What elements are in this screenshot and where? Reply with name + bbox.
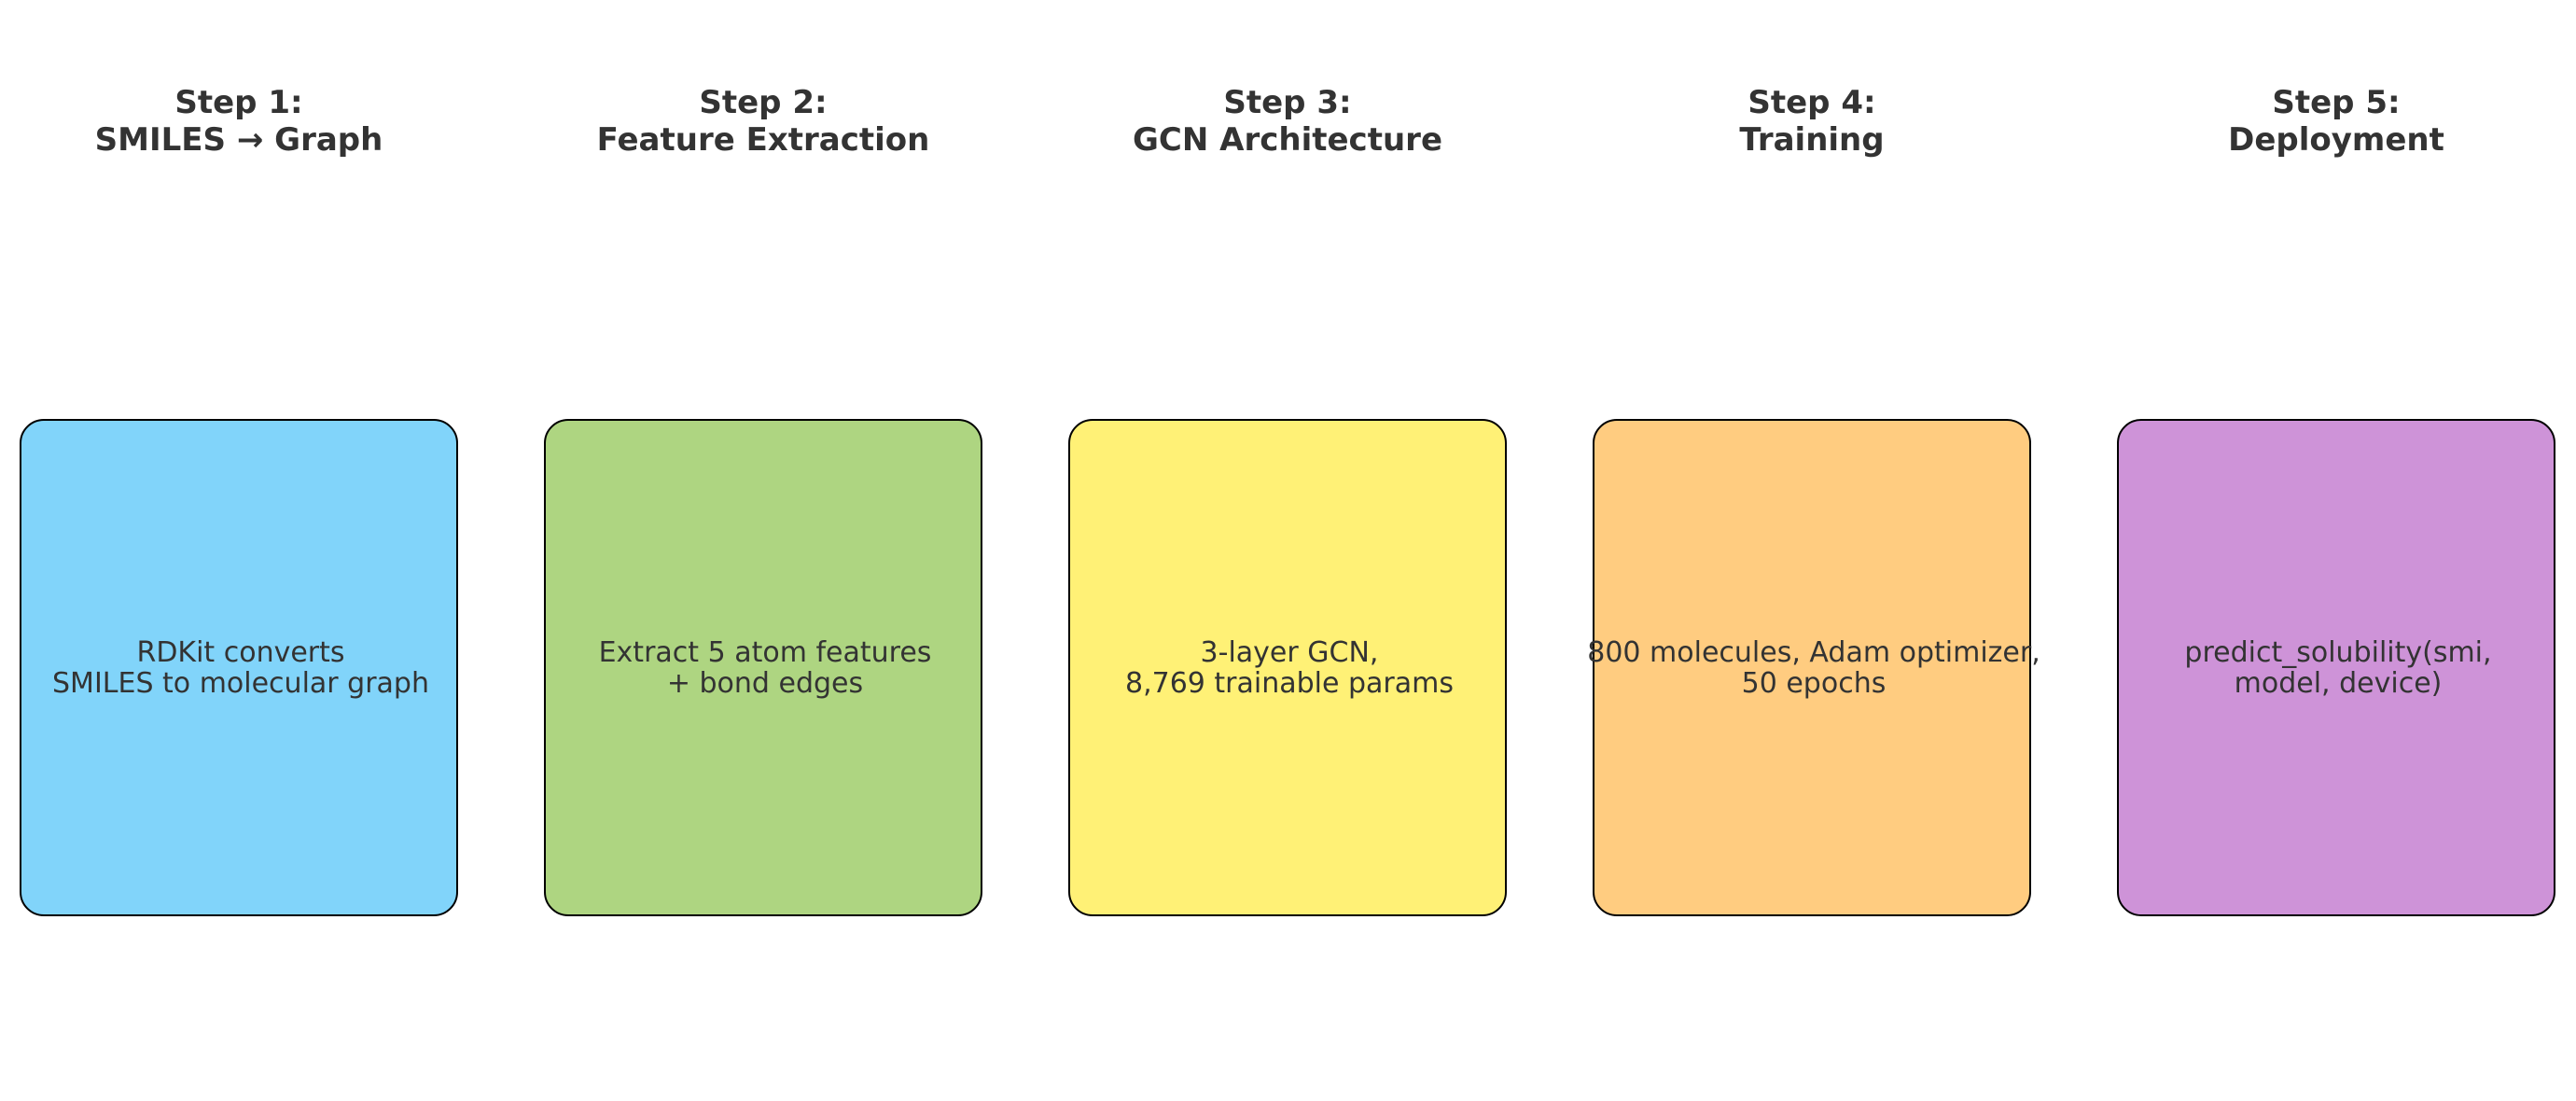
step-number: Step 2:: [699, 84, 828, 121]
step-number: Step 4:: [1748, 84, 1876, 121]
step-1: Step 1: SMILES → Graph RDKit converts SM…: [20, 0, 458, 1101]
step-number: Step 3:: [1223, 84, 1352, 121]
step-3: Step 3: GCN Architecture 3-layer GCN, 8,…: [1068, 0, 1507, 1101]
step-box: Extract 5 atom features + bond edges: [544, 419, 982, 916]
step-box: 800 molecules, Adam optimizer, 50 epochs: [1587, 419, 2040, 916]
step-description-line: 3-layer GCN,: [1200, 635, 1379, 669]
step-description-line: predict_solubility(smi,: [2184, 635, 2492, 669]
step-description-line: 50 epochs: [1741, 666, 1887, 700]
step-title: Step 4: Training: [1537, 84, 2087, 159]
step-name: GCN Architecture: [1133, 121, 1442, 159]
step-description-line: RDKit converts: [136, 635, 345, 669]
step-name: Training: [1739, 121, 1885, 159]
step-name: Deployment: [2228, 121, 2444, 159]
step-description-line: SMILES to molecular graph: [52, 666, 429, 700]
step-description: Extract 5 atom features + bond edges: [490, 421, 1040, 914]
step-name: SMILES → Graph: [94, 121, 383, 159]
step-2: Step 2: Feature Extraction Extract 5 ato…: [544, 0, 982, 1101]
step-number: Step 1:: [174, 84, 303, 121]
step-5: Step 5: Deployment predict_solubility(sm…: [2117, 0, 2555, 1101]
step-description: RDKit converts SMILES to molecular graph: [0, 421, 516, 914]
step-title: Step 1: SMILES → Graph: [0, 84, 514, 159]
step-description-line: Extract 5 atom features: [598, 635, 932, 669]
step-box: RDKit converts SMILES to molecular graph: [20, 419, 458, 916]
step-box: predict_solubility(smi, model, device): [2117, 419, 2555, 916]
step-description-line: 800 molecules, Adam optimizer,: [1587, 635, 2040, 669]
step-title: Step 5: Deployment: [2061, 84, 2576, 159]
step-4: Step 4: Training 800 molecules, Adam opt…: [1587, 0, 2040, 1101]
step-box: 3-layer GCN, 8,769 trainable params: [1068, 419, 1507, 916]
step-description: 800 molecules, Adam optimizer, 50 epochs: [1539, 421, 2089, 914]
step-description-line: + bond edges: [666, 666, 864, 700]
step-description: predict_solubility(smi, model, device): [2063, 421, 2576, 914]
step-title: Step 2: Feature Extraction: [488, 84, 1038, 159]
step-title: Step 3: GCN Architecture: [1012, 84, 1563, 159]
step-description-line: 8,769 trainable params: [1124, 666, 1454, 700]
step-name: Feature Extraction: [596, 121, 930, 159]
step-description-line: model, device): [2234, 666, 2443, 700]
step-number: Step 5:: [2272, 84, 2401, 121]
step-description: 3-layer GCN, 8,769 trainable params: [1014, 421, 1565, 914]
